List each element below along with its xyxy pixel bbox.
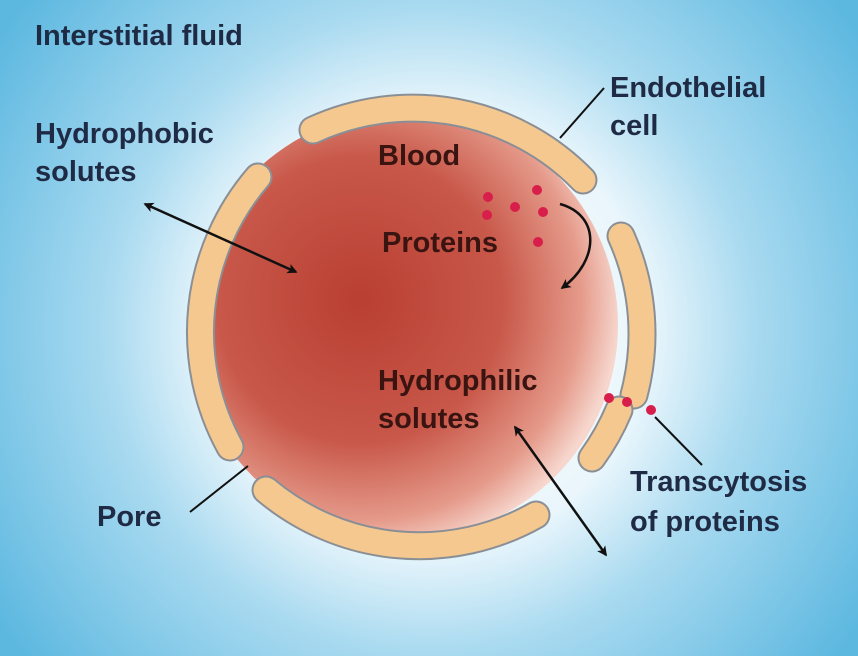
protein-dot (533, 237, 543, 247)
protein-dot (483, 192, 493, 202)
protein-dot (646, 405, 656, 415)
protein-dot (538, 207, 548, 217)
endothelial-cell-label-line2: cell (610, 110, 658, 142)
transcytosis-label-line2: of proteins (630, 506, 780, 538)
hydrophilic-solutes-label-line1: Hydrophilic (378, 365, 538, 397)
pore-label: Pore (97, 501, 161, 533)
hydrophobic-solutes-label-line1: Hydrophobic (35, 118, 214, 150)
transcytosis-label-line1: Transcytosis (630, 466, 807, 498)
proteins-label: Proteins (382, 227, 498, 259)
blood-label: Blood (378, 140, 460, 172)
protein-dot (622, 397, 632, 407)
endothelial-cell-label-line1: Endothelial (610, 72, 766, 104)
protein-dot (482, 210, 492, 220)
protein-dot (604, 393, 614, 403)
protein-dot (510, 202, 520, 212)
interstitial-fluid-label: Interstitial fluid (35, 20, 243, 52)
protein-dot (532, 185, 542, 195)
hydrophilic-solutes-label-line2: solutes (378, 403, 480, 435)
hydrophobic-solutes-label-line2: solutes (35, 156, 137, 188)
